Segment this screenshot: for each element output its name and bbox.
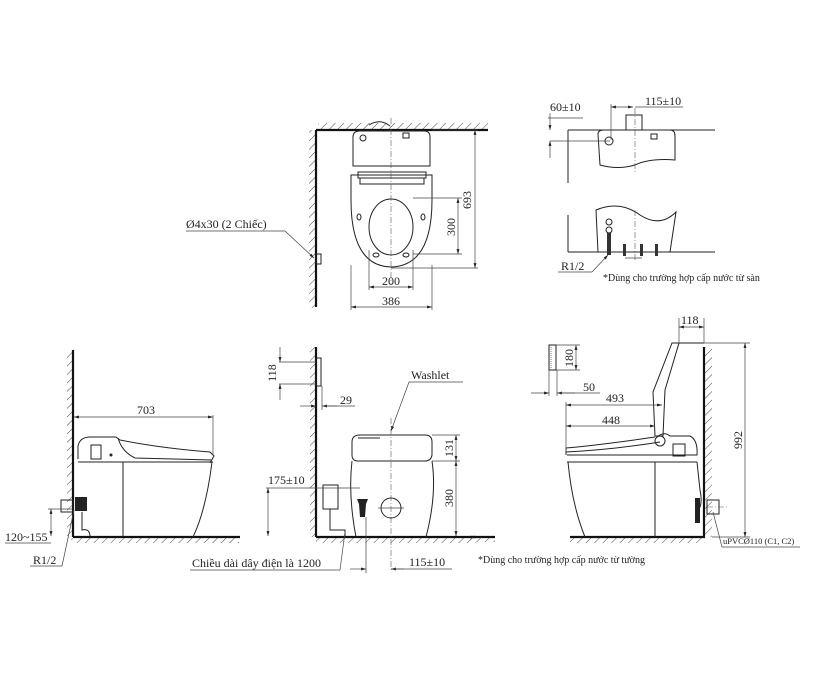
floor-thread-label: R1/2 — [561, 259, 584, 273]
cable-label: Chiều dài dây điện là 1200 — [192, 556, 321, 570]
side-view-right: 180 50 118 992 — [470, 313, 800, 548]
dim-380: 380 — [442, 489, 456, 507]
dim-386: 386 — [382, 294, 400, 308]
pipe-label: uPVCØ110 (C1, C2) — [723, 536, 794, 546]
washlet-label: Washlet — [411, 368, 450, 382]
wall-hatch-left — [309, 130, 316, 308]
dim-175: 175±10 — [268, 473, 305, 487]
dim-992: 992 — [731, 431, 745, 449]
dim-693: 693 — [460, 191, 474, 209]
side-view-left: 703 120~155 R1/2 — [5, 350, 240, 567]
left-thread-label: R1/2 — [33, 553, 56, 567]
dim-118-front: 118 — [265, 364, 279, 382]
dim-29: 29 — [340, 393, 352, 407]
top-view: 693 300 200 386 Ø4x30 (2 Chiếc) — [186, 118, 488, 310]
dim-300: 300 — [444, 218, 458, 236]
dim-180: 180 — [562, 349, 576, 367]
dim-703: 703 — [137, 403, 155, 417]
dim-60: 60±10 — [550, 100, 581, 114]
dim-200: 200 — [382, 274, 400, 288]
dim-118-right: 118 — [681, 313, 699, 327]
dim-448: 448 — [602, 413, 620, 427]
dim-115-bottom: 115±10 — [409, 555, 445, 569]
dim-493: 493 — [606, 391, 624, 405]
front-view: 118 29 Washlet 131 380 17 — [190, 347, 645, 573]
wall-supply-note: *Dùng cho trường hợp cấp nước từ tường — [478, 555, 645, 566]
dim-50: 50 — [583, 380, 595, 394]
dim-120-155: 120~155 — [5, 530, 48, 544]
floor-supply-detail: 60±10 115±10 R1/2 *Dùng cho trường hợp c… — [548, 94, 760, 284]
dim-115-top: 115±10 — [645, 94, 681, 108]
screw-label: Ø4x30 (2 Chiếc) — [186, 217, 267, 231]
wall-hatch-top — [318, 123, 488, 130]
floor-supply-note: *Dùng cho trường hợp cấp nước từ sàn — [603, 273, 760, 284]
dim-131: 131 — [442, 439, 456, 457]
